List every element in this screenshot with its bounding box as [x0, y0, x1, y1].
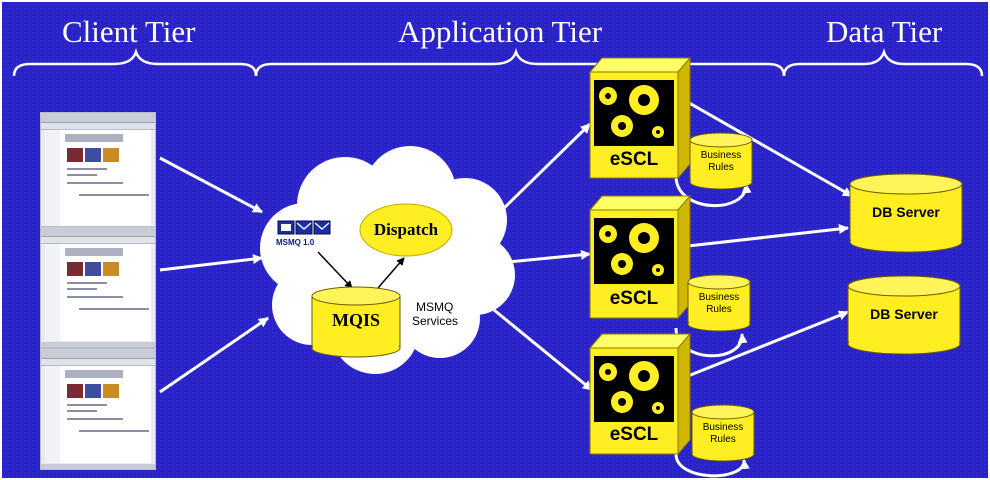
msmq-services-label-line1: MSMQ — [416, 300, 454, 314]
business-rules-cylinder-1 — [689, 132, 753, 190]
arrow-client2-to-cloud — [159, 254, 263, 272]
escl-node-3 — [588, 332, 692, 456]
arrow-escl1-to-db1 — [683, 98, 853, 198]
mqis-label: MQIS — [331, 310, 380, 330]
db-server-label-2: DB Server — [870, 306, 938, 322]
db-server-cylinder-1 — [849, 173, 963, 253]
arrow-cloud-to-escl1 — [498, 122, 592, 214]
arrow-cloud-to-escl3 — [493, 308, 593, 392]
msmq-services-label-line2: Services — [412, 314, 459, 328]
arrow-client3-to-cloud — [159, 316, 269, 394]
arrow-msmq-to-mqis — [317, 251, 353, 289]
escl-node-1 — [588, 56, 692, 180]
browser-screenshot-icon — [40, 348, 156, 470]
escl-label-2: eSCL — [609, 288, 659, 309]
business-rules-label-3b: Rules — [710, 434, 736, 445]
db-server-cylinder-2 — [847, 275, 961, 355]
escl-node-2 — [588, 194, 692, 320]
arrow-cloud-to-escl2 — [507, 249, 591, 264]
browser-screenshot-icon — [40, 112, 156, 234]
dispatch-node — [359, 203, 453, 257]
arrow-escl2-to-db1 — [687, 224, 849, 248]
business-rules-cylinder-3 — [691, 404, 755, 462]
tier-braces — [12, 48, 984, 77]
business-rules-label-1a: Business — [700, 150, 742, 161]
connector-arrows — [159, 98, 853, 478]
business-rules-label-3a: Business — [702, 422, 744, 433]
client-tier-label: Client Tier — [62, 14, 196, 49]
browser-screenshot-icon — [40, 226, 156, 348]
db-server-label-1: DB Server — [872, 204, 940, 220]
business-rules-label-2a: Business — [698, 292, 740, 303]
data-tier-label: Data Tier — [826, 14, 943, 49]
arrow-mqis-to-dispatch — [377, 257, 405, 289]
arrow-escl3-to-db2 — [687, 310, 849, 378]
arrow-client1-to-cloud — [159, 156, 263, 214]
loop-arrow-rules1 — [674, 175, 752, 207]
dispatch-label: Dispatch — [373, 220, 439, 239]
loop-arrow-rules3 — [674, 453, 750, 478]
escl-label-1: eSCL — [609, 149, 659, 170]
msmq-version-label: MSMQ 1.0 — [276, 238, 315, 247]
application-tier-label: Application Tier — [398, 14, 603, 49]
envelope-icon — [277, 220, 331, 235]
business-rules-cylinder-2 — [687, 274, 751, 332]
business-rules-label-2b: Rules — [706, 304, 732, 315]
business-rules-label-1b: Rules — [708, 162, 734, 173]
mqis-cylinder — [311, 286, 401, 358]
escl-label-3: eSCL — [609, 424, 659, 445]
